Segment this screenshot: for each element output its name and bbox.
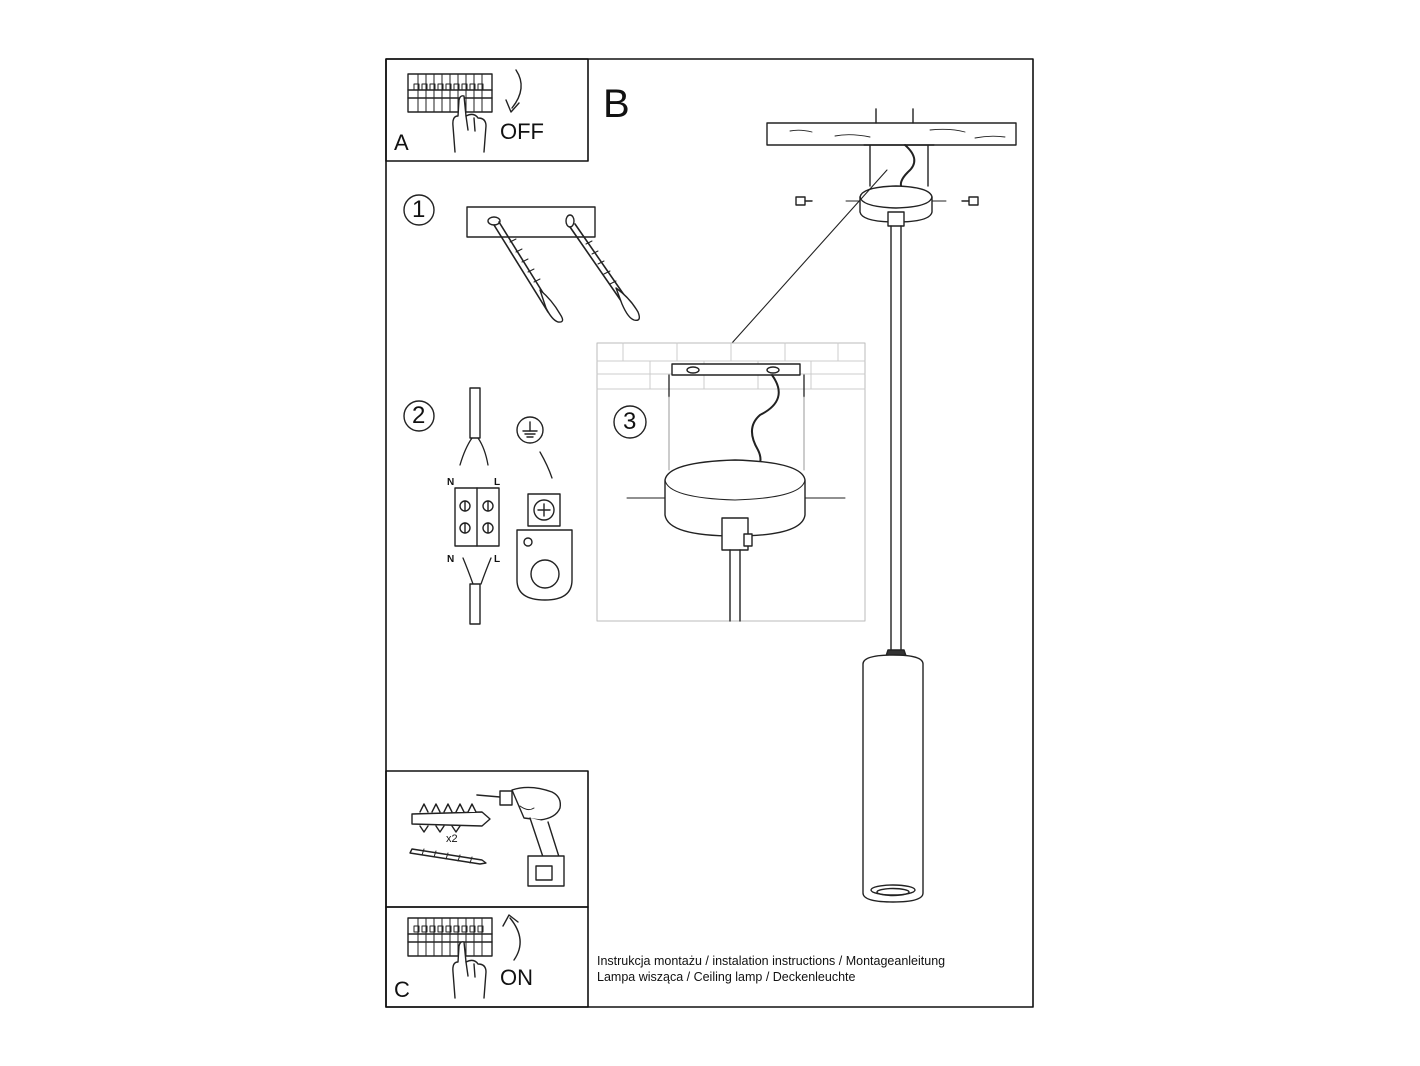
outer-frame bbox=[385, 58, 1034, 1008]
supply-cable bbox=[899, 144, 916, 189]
panel-b-letter: B bbox=[603, 82, 630, 126]
caption-line-1: Instrukcja montażu / instalation instruc… bbox=[597, 954, 946, 968]
panel-a-action: OFF bbox=[500, 119, 544, 144]
bracket-to-canopy bbox=[863, 144, 935, 187]
step-3-label: 3 bbox=[623, 408, 637, 435]
breaker-on-illustration bbox=[407, 917, 493, 999]
step-2-label: 2 bbox=[412, 402, 426, 429]
arrow-up-icon bbox=[502, 914, 521, 961]
panel-c-action: ON bbox=[500, 965, 533, 990]
detail-view bbox=[596, 342, 866, 622]
step-1-badge bbox=[403, 194, 435, 226]
neutral-top-label: N bbox=[447, 477, 455, 488]
ground-icon bbox=[516, 416, 544, 444]
live-top-label: L bbox=[494, 477, 501, 488]
neutral-bottom-label: N bbox=[447, 554, 455, 565]
ceiling-rail bbox=[766, 108, 1017, 146]
caption-line-2: Lampa wisząca / Ceiling lamp / Deckenleu… bbox=[597, 970, 856, 984]
mounting-plate-with-screws bbox=[466, 206, 641, 323]
lamp-tube bbox=[862, 649, 924, 903]
quantity-label: x2 bbox=[446, 833, 458, 845]
detail-leader-line bbox=[731, 169, 888, 344]
panel-a-letter: A bbox=[394, 130, 409, 155]
step-1-label: 1 bbox=[412, 196, 426, 223]
ground-terminal bbox=[516, 451, 573, 601]
pendant-cable bbox=[890, 225, 902, 651]
arrow-down-icon bbox=[505, 69, 522, 113]
live-bottom-label: L bbox=[494, 554, 501, 565]
panel-c-frame bbox=[385, 906, 589, 1008]
screw-long-icon bbox=[409, 848, 487, 865]
panel-c-letter: C bbox=[394, 977, 410, 1002]
screw-icon bbox=[795, 196, 979, 206]
terminal-block bbox=[454, 387, 500, 625]
wall-plug-icon bbox=[411, 803, 491, 833]
step-2-badge bbox=[403, 400, 435, 432]
drill-icon bbox=[476, 786, 565, 887]
step-3-badge bbox=[613, 405, 647, 439]
breaker-off-illustration bbox=[407, 73, 493, 153]
panel-a-frame bbox=[385, 58, 589, 162]
canopy bbox=[859, 185, 933, 227]
